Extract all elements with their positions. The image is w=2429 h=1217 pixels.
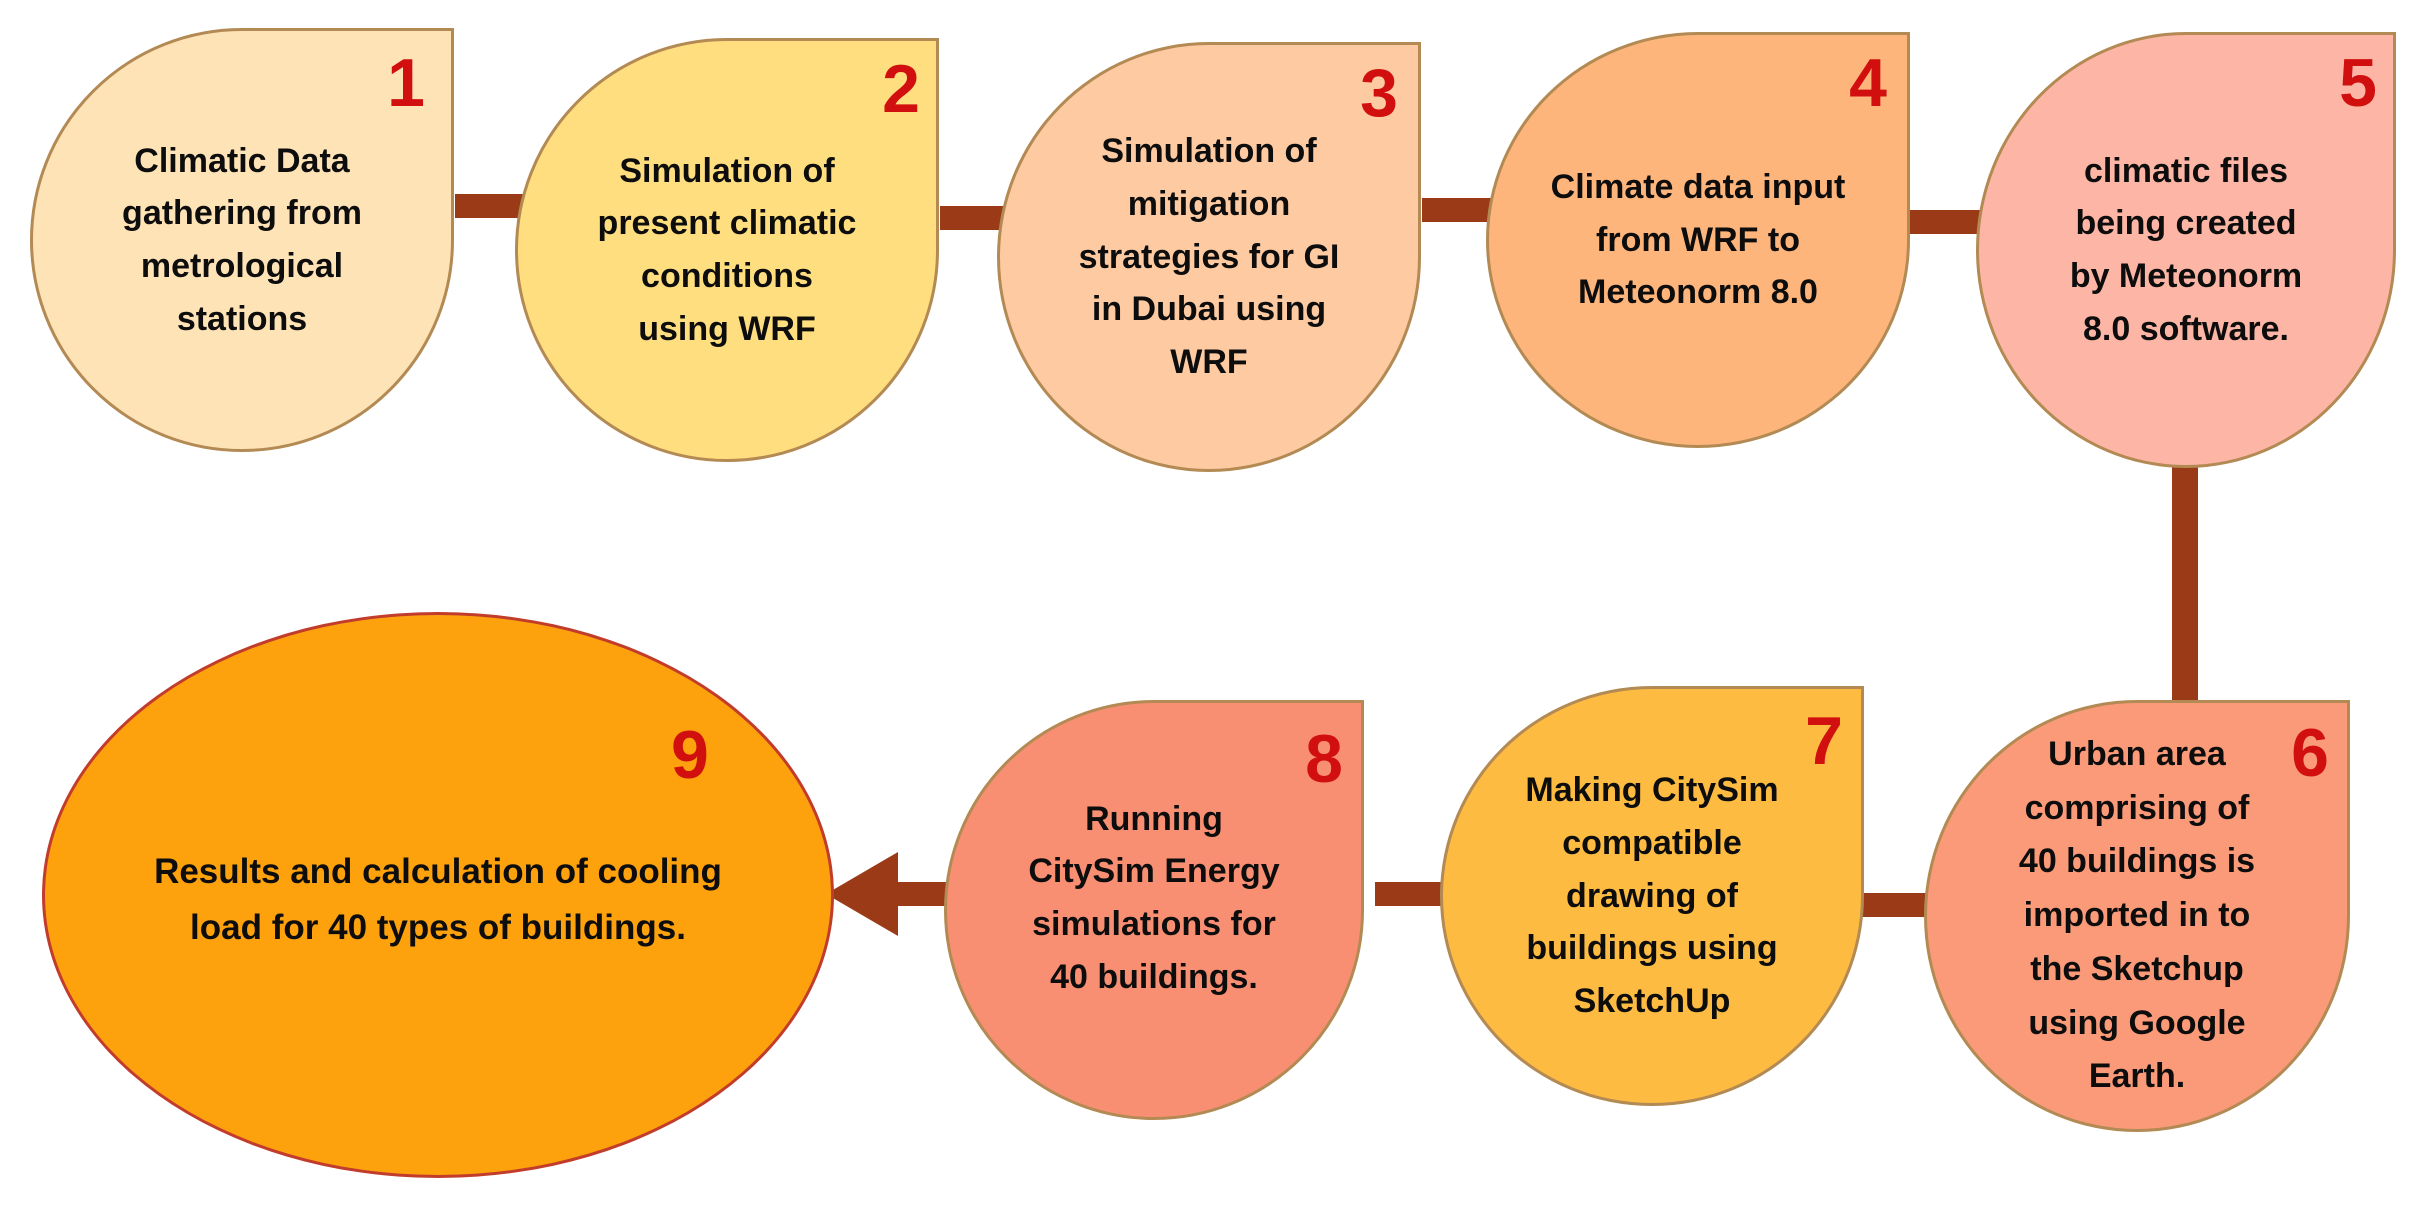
arrow-head-icon <box>826 852 898 936</box>
connector-3-4 <box>1422 198 1498 222</box>
step-2-node: Simulation of present climatic condition… <box>515 38 939 462</box>
connector-5-6 <box>2172 466 2198 708</box>
step-8-node: Running CitySim Energy simulations for 4… <box>944 700 1364 1120</box>
step-1-node: Climatic Data gathering from metrologica… <box>30 28 454 452</box>
step-6-number: 6 <box>2291 715 2329 791</box>
step-8-number: 8 <box>1305 721 1343 797</box>
step-7-node: Making CitySim compatible drawing of bui… <box>1440 686 1864 1106</box>
step-5-node: climatic files being created by Meteonor… <box>1976 32 2396 468</box>
step-2-text: Simulation of present climatic condition… <box>597 151 857 348</box>
step-9-node: Results and calculation of cooling load … <box>42 612 834 1178</box>
step-7-number: 7 <box>1805 703 1843 779</box>
connector-6-7 <box>1858 893 1934 917</box>
step-4-text: Climate data input from WRF to Meteonorm… <box>1550 167 1846 312</box>
step-8-text: Running CitySim Energy simulations for 4… <box>1028 799 1280 996</box>
step-1-text: Climatic Data gathering from metrologica… <box>122 141 362 338</box>
step-6-node: Urban area comprising of 40 buildings is… <box>1924 700 2350 1132</box>
step-3-number: 3 <box>1360 55 1398 131</box>
step-3-node: Simulation of mitigation strategies for … <box>997 42 1421 472</box>
step-7-text: Making CitySim compatible drawing of bui… <box>1525 771 1779 1021</box>
connector-4-5 <box>1908 210 1986 234</box>
step-9-text: Results and calculation of cooling load … <box>154 852 722 947</box>
step-6-text: Urban area comprising of 40 buildings is… <box>2018 734 2256 1096</box>
connector-7-8 <box>1375 882 1445 906</box>
step-2-number: 2 <box>882 51 920 127</box>
step-4-node: Climate data input from WRF to Meteonorm… <box>1486 32 1910 448</box>
step-5-text: climatic files being created by Meteonor… <box>2069 151 2303 348</box>
step-9-number: 9 <box>671 717 709 793</box>
step-3-text: Simulation of mitigation strategies for … <box>1078 132 1340 382</box>
step-4-number: 4 <box>1849 45 1887 121</box>
step-5-number: 5 <box>2339 45 2377 121</box>
step-1-number: 1 <box>387 45 425 121</box>
connector-8-9 <box>890 882 950 906</box>
connector-1-2 <box>455 194 527 218</box>
connector-2-3 <box>940 206 1008 230</box>
